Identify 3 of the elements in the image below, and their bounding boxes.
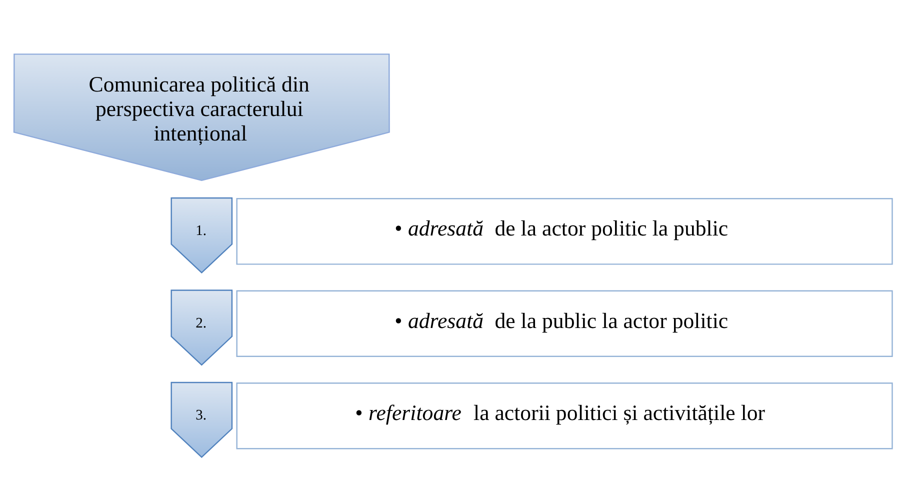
node-box: • adresată de la public la actor politic — [236, 290, 893, 358]
node-box: • referitoare la actorii politici și activitățile lor — [236, 382, 893, 450]
node-box: • adresată de la actor politic la public — [236, 198, 893, 265]
